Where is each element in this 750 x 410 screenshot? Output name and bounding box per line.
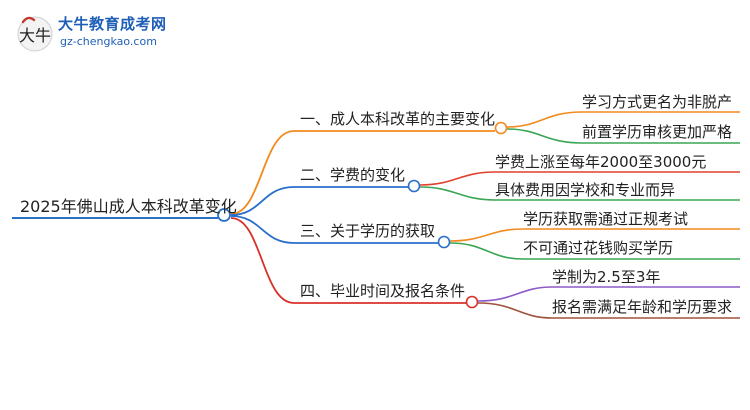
branch-4-node-handle — [465, 295, 479, 309]
connector-branch-1 — [230, 130, 295, 215]
branch-2-node-handle — [407, 179, 421, 193]
connector-leaf-3-2 — [449, 242, 740, 260]
root-topic[interactable]: 2025年佛山成人本科改革变化 — [20, 197, 237, 216]
logo-mark-text: 大牛 — [19, 26, 51, 45]
leaf-4-2-topic[interactable]: 报名需满足年龄和学历要求 — [552, 298, 733, 316]
root-node-handle — [217, 208, 231, 222]
connector-leaf-1-2 — [506, 128, 740, 144]
bull-logo-icon: 大牛 — [17, 16, 53, 52]
connector-leaf-2-1 — [419, 171, 740, 186]
leaf-3-1-topic[interactable]: 学历获取需通过正规考试 — [523, 210, 689, 228]
connector-leaf-2-2 — [419, 186, 740, 201]
branch-1-node-handle — [494, 121, 508, 135]
connector-leaf-4-2 — [477, 302, 740, 319]
connector-leaf-4-1 — [477, 286, 740, 302]
leaf-1-1-topic[interactable]: 学习方式更名为非脱产 — [582, 93, 733, 111]
leaf-4-1-topic[interactable]: 学制为2.5至3年 — [552, 268, 661, 286]
leaf-2-1-topic[interactable]: 学费上涨至每年2000至3000元 — [495, 153, 707, 171]
branch-3-node-handle — [437, 235, 451, 249]
branch-3-topic[interactable]: 三、关于学历的获取 — [300, 222, 436, 240]
leaf-3-2-topic[interactable]: 不可通过花钱购买学历 — [523, 239, 674, 257]
branch-1-topic[interactable]: 一、成人本科改革的主要变化 — [300, 110, 496, 128]
site-name: 大牛教育成考网 — [58, 15, 167, 33]
leaf-2-2-topic[interactable]: 具体费用因学校和专业而异 — [495, 181, 676, 199]
connector-branch-4 — [230, 217, 295, 304]
site-url: gz-chengkao.com — [60, 35, 157, 48]
branch-2-topic[interactable]: 二、学费的变化 — [300, 166, 406, 184]
connector-branch-3 — [230, 215, 295, 244]
branch-4-topic[interactable]: 四、毕业时间及报名条件 — [300, 282, 466, 300]
connector-leaf-3-1 — [449, 228, 740, 242]
leaf-1-2-topic[interactable]: 前置学历审核更加严格 — [582, 123, 733, 141]
connector-leaf-1-1 — [506, 111, 740, 128]
connector-branch-2 — [230, 186, 295, 216]
site-logo[interactable]: 大牛 大牛教育成考网 gz-chengkao.com — [14, 10, 184, 54]
